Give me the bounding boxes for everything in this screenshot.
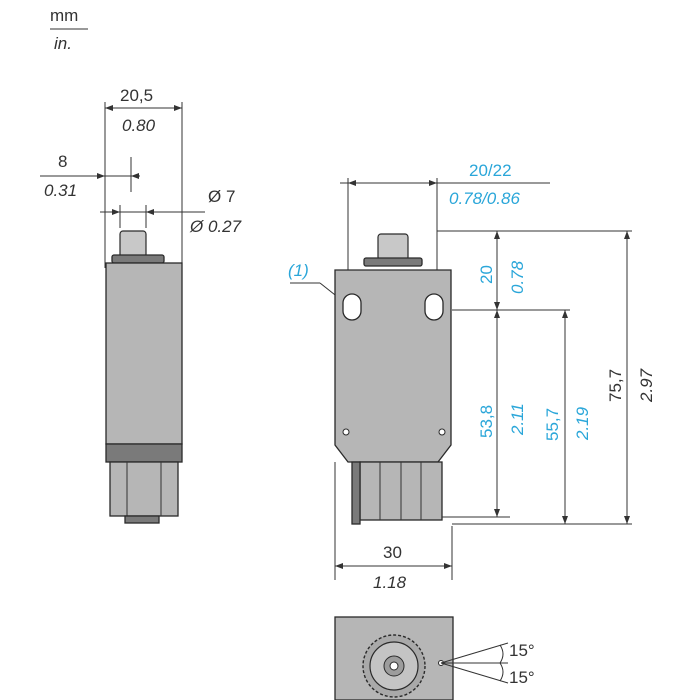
units-mm: mm — [50, 6, 78, 25]
mounting-hole-right — [424, 293, 444, 321]
dim-75-in: 2.97 — [637, 368, 656, 403]
angle-arc-lower — [499, 662, 504, 682]
arrow — [429, 180, 437, 186]
dim-20-mm: 20 — [477, 265, 496, 284]
side-width-mm: 20,5 — [120, 86, 153, 105]
arrow — [624, 231, 630, 239]
side-housing — [105, 262, 183, 445]
front-width-mm: 30 — [383, 543, 402, 562]
mounting-hole-left — [342, 293, 362, 321]
side-offset-in: 0.31 — [44, 181, 77, 200]
side-pin — [124, 515, 160, 524]
front-hole-mm: 20/22 — [469, 161, 512, 180]
front-view: 20/22 0.78/0.86 (1) 20 0.78 53 — [288, 161, 656, 592]
side-band — [105, 443, 183, 463]
arrow — [97, 173, 105, 179]
front-plunger-nut — [363, 257, 423, 267]
screw-right — [438, 428, 446, 436]
arrow — [348, 180, 356, 186]
angle-bottom-label: 15° — [509, 668, 535, 687]
side-connector — [109, 461, 179, 517]
arrow — [624, 516, 630, 524]
angle-top-label: 15° — [509, 641, 535, 660]
front-pin — [351, 461, 361, 525]
dim-75-mm: 75,7 — [606, 369, 625, 402]
arrow — [494, 302, 500, 310]
callout-label: (1) — [288, 261, 309, 280]
bottom-plunger-center — [389, 661, 399, 671]
side-dia-mm: Ø 7 — [208, 187, 235, 206]
front-hole-in: 0.78/0.86 — [449, 189, 520, 208]
arrow — [494, 310, 500, 318]
front-width-in: 1.18 — [373, 573, 407, 592]
side-dia-in: Ø 0.27 — [189, 217, 242, 236]
side-plunger — [119, 230, 147, 258]
dim-53-in: 2.11 — [508, 403, 527, 436]
arrow — [444, 563, 452, 569]
side-plunger-nut — [111, 254, 165, 264]
arrow — [105, 105, 113, 111]
arrow — [174, 105, 182, 111]
bottom-view: 15° 15° — [334, 616, 535, 700]
arrow — [494, 509, 500, 517]
arrow — [335, 563, 343, 569]
dim-53-mm: 53,8 — [477, 405, 496, 438]
arrow — [131, 173, 139, 179]
units-in: in. — [54, 34, 72, 53]
dim-20-in: 0.78 — [508, 260, 527, 294]
arrow — [112, 209, 120, 215]
angle-arc-upper — [499, 644, 504, 664]
arrow — [562, 310, 568, 318]
angle-line-upper — [440, 642, 509, 664]
arrow — [562, 516, 568, 524]
dim-55-mm: 55,7 — [543, 408, 562, 441]
angle-line-lower — [440, 662, 509, 684]
side-offset-mm: 8 — [58, 152, 67, 171]
side-view: 20,5 0.80 8 0.31 Ø 7 Ø 0.27 — [40, 86, 242, 524]
arrow — [494, 231, 500, 239]
arrow — [146, 209, 154, 215]
front-plunger — [377, 233, 409, 261]
dim-55-in: 2.19 — [573, 406, 592, 441]
screw-left — [342, 428, 350, 436]
side-width-in: 0.80 — [122, 116, 156, 135]
